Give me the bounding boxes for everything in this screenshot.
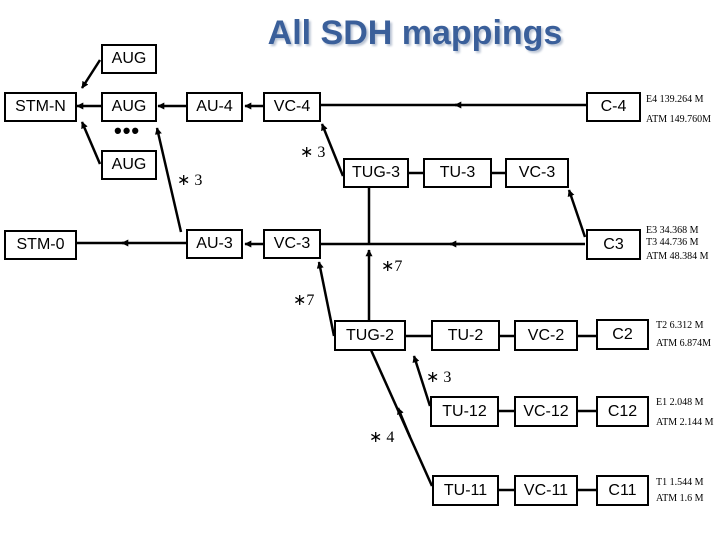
stm0-box: STM-0 (4, 230, 77, 260)
arrow-tu12-tug2 (412, 355, 432, 407)
au3-box: AU-3 (186, 229, 243, 259)
arrow-augbot-stmn (80, 121, 102, 165)
au4-box: AU-4 (186, 92, 243, 122)
aug-box-top: AUG (101, 44, 157, 74)
c12-box: C12 (596, 396, 649, 427)
multiplier-tug2-tu12: ∗ 3 (426, 369, 452, 386)
arrow-tug3-vc4 (320, 123, 345, 177)
multiplier-tug3-tug2: ∗7 (381, 258, 403, 275)
note-line: E1 2.048 M (656, 397, 704, 408)
tug3-box: TUG-3 (343, 158, 409, 188)
aug-box-mid: AUG (101, 92, 157, 122)
vc2-box: VC-2 (514, 320, 578, 351)
note-line: ATM 6.874M (656, 338, 712, 349)
tu12-box: TU-12 (430, 396, 499, 427)
arrow-augtop-stmn (80, 59, 102, 89)
multiplier-tug2-tu11: ∗ 4 (369, 429, 395, 446)
arrow-tug2-vc3 (316, 261, 336, 337)
vc11-box: VC-11 (514, 475, 578, 506)
note-line: E4 139.264 M (646, 94, 704, 105)
vc12-box: VC-12 (514, 396, 578, 427)
note-line: ATM 149.760M (646, 114, 712, 125)
slide-title: All SDH mappings (267, 14, 563, 52)
note-line: T1 1.544 M (656, 477, 704, 488)
c11-box: C11 (596, 475, 649, 506)
note-c4: E4 139.264 M ATM 149.760M (646, 94, 711, 126)
multiplier-vc4-tug3: ∗ 3 (300, 144, 326, 161)
c4-box: C-4 (586, 92, 641, 122)
note-c3: E3 34.368 M T3 44.736 M ATM 48.384 M (646, 225, 709, 263)
note-line: T3 44.736 M (646, 237, 699, 248)
arrow-tu11-tug2 (396, 407, 412, 438)
tu3-box: TU-3 (423, 158, 492, 188)
vc3-lower-box: VC-3 (505, 158, 569, 188)
tu2-box: TU-2 (431, 320, 500, 351)
note-line: ATM 1.6 M (656, 493, 704, 504)
aug-box-bottom: AUG (101, 150, 157, 180)
note-line: ATM 48.384 M (646, 251, 709, 262)
note-line: T2 6.312 M (656, 320, 704, 331)
stm-n-box: STM-N (4, 92, 77, 122)
note-line: E3 34.368 M (646, 225, 699, 236)
c2-box: C2 (596, 319, 649, 350)
note-line: ATM 2.144 M (656, 417, 714, 428)
tug2-box: TUG-2 (334, 320, 406, 351)
note-c12: E1 2.048 M ATM 2.144 M (656, 397, 714, 429)
more-aug-ellipsis: ••• (114, 118, 141, 143)
note-c11: T1 1.544 M ATM 1.6 M (656, 477, 704, 505)
vc3-box: VC-3 (263, 229, 321, 259)
arrow-c3-vc3lo (567, 189, 587, 238)
note-c2: T2 6.312 M ATM 6.874M (656, 320, 711, 350)
c3-box: C3 (586, 229, 641, 260)
vc4-box: VC-4 (263, 92, 321, 122)
multiplier-vc3-tug2: ∗7 (293, 292, 315, 309)
tu11-box: TU-11 (432, 475, 499, 506)
multiplier-aug-au3: ∗ 3 (177, 172, 203, 189)
arrow-au3-aug (155, 127, 183, 233)
